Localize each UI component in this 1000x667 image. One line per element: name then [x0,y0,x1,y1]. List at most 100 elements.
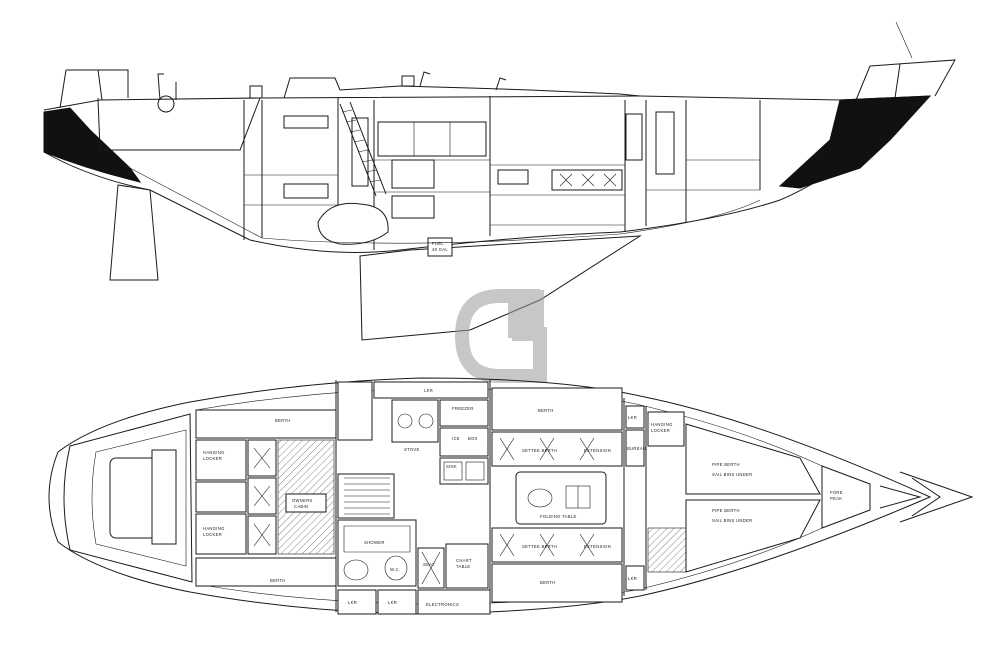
bureau-label: BUREAU [627,446,646,451]
hanging-locker-fwd-label: HANGING [651,422,673,427]
sink [439,457,489,485]
electronics-label: ELECTRONICS [426,602,459,607]
pipe-berth-top-label: PIPE BERTH [712,462,740,467]
aft-cabin-berth-top [195,409,337,439]
profile-shelves [244,159,760,226]
head-seat [417,547,445,589]
cockpit-seats [91,429,187,567]
stove [391,399,439,443]
folding-table-label: FOLDING TABLE [540,514,577,519]
pipe-berth-top-label-b: SAIL BINS UNDER [712,472,752,477]
stove-label: STOVE [404,447,420,452]
locker-3-label: LKR [388,600,397,605]
hanging-locker-1-label: HANGING [203,450,225,455]
bureau [625,429,645,467]
locker-fwd-top [625,405,645,429]
chart-table-label-b: TABLE [456,564,470,569]
hull-lining [129,167,761,244]
pipe-berth-bottom-label-b: SAIL BINS UNDER [712,518,752,523]
galley-locker-top [373,381,489,399]
aft-cabin-drawers [247,439,277,555]
stern-pulpit [59,69,129,109]
engine [317,202,389,245]
deck-fittings [157,71,507,113]
shower-label: SHOWER [364,540,385,545]
fwd-cabin-sole [647,527,687,573]
aft-cabin-berth-bottom [195,557,337,587]
chart-table-label: CHART [456,558,472,563]
fore-peak-label: FORE [830,490,843,495]
locker-fwd-bottom [625,565,645,591]
saloon-berth-bottom-label: BERTH [540,580,556,585]
fore-peak [821,465,871,529]
plan-hull-outline [48,377,932,615]
saloon-berth-bottom [491,563,623,603]
profile-view: FUEL 40 GAL [43,21,956,341]
bow-pulpit [855,59,956,101]
head-compartment [337,519,417,587]
saloon-berth-top [491,387,623,431]
hanging-locker-2b-label: LOCKER [203,532,222,537]
owners-cabin-label-box [285,493,327,513]
berth-bottom-label: BERTH [270,578,286,583]
settee-berth-bottom-label: SETTEE BERTH [522,544,557,549]
owners-cabin-label-2: CABIN [294,504,308,509]
cockpit-steering [151,449,177,545]
pipe-berth-bottom-label: PIPE BERTH [712,508,740,513]
fuel-label: FUEL [432,241,444,246]
companionway-ladder [339,101,387,197]
sink-label: SINK [446,464,457,469]
hanging-locker-fwd [647,411,685,447]
keel [359,235,642,341]
ice-box-label-b: BOX [468,436,478,441]
settee-top-drawers [499,437,595,461]
cockpit [63,413,193,583]
locker-lower-1 [337,589,377,615]
pipe-berth-bottom [685,499,821,573]
hanging-locker-fwd-label-b: LOCKER [651,428,670,433]
plan-bow-fitting [879,485,922,509]
galley-chart-corner [337,381,373,441]
hull-sheer [43,95,931,111]
settee-bottom [491,527,623,563]
locker-4-label: LKR [628,415,637,420]
berth-top-label: BERTH [275,418,291,423]
chart-table [445,543,489,589]
locker-lower-2 [377,589,417,615]
folding-table [515,471,607,525]
cabin-trunk [283,77,641,99]
wc-label: W.C. [390,567,400,572]
aft-cabin-middle [195,481,247,513]
hanging-locker-aft-top [195,439,247,481]
seat-label: SEAT [423,562,435,567]
fuel-capacity-label: 40 GAL [432,247,448,252]
locker-2-label: LKR [348,600,357,605]
extension-bottom-label: EXTENSION [584,544,611,549]
locker-1-label: LKR [424,388,433,393]
toilet [384,555,408,581]
plan-bow-pulpit [899,471,974,523]
pipe-berth-top [685,423,821,495]
owners-cabin-label: OWNERS [292,498,313,503]
cockpit-coaming [97,97,261,151]
fore-peak-label-b: PEAK [830,496,842,501]
settee-bottom-drawers [499,533,595,557]
electronics [417,589,491,615]
settee-top [491,431,623,467]
rudder [109,184,159,281]
hanging-locker-2-label: HANGING [203,526,225,531]
forestay [895,21,913,59]
locker-5-label: LKR [628,576,637,581]
head-sink [343,559,369,581]
bow-antifouling [778,95,932,189]
hanging-locker-1b-label: LOCKER [203,456,222,461]
freezer [439,399,489,427]
freezer-label: FREEZER [452,406,474,411]
hanging-locker-aft-bottom [195,513,247,555]
settee-berth-top-label: SETTEE BERTH [522,448,557,453]
saloon-berth-top-label: BERTH [538,408,554,413]
plan-view: BERTH BERTH HANGING LOCKER HANGING LOCKE… [48,377,974,615]
profile-cabinets: FUEL 40 GAL [283,111,675,257]
ice-box-label: ICE [452,436,460,441]
